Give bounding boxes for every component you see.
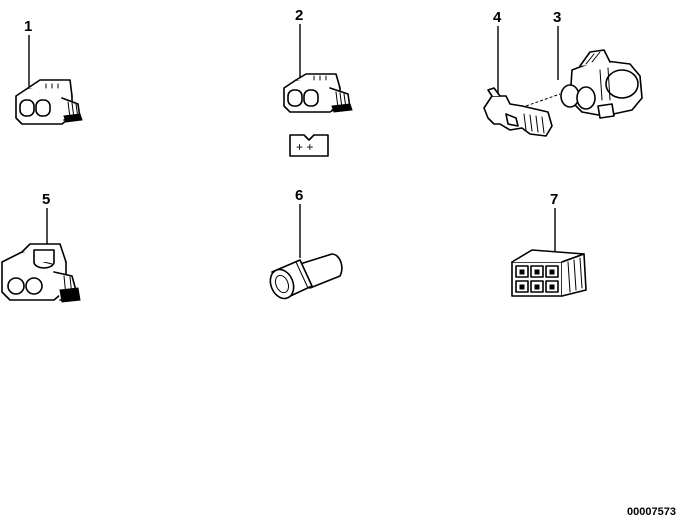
part-6-sleeve[interactable]: 6 [266,187,343,302]
pin-contacts [519,269,555,290]
rear-ribs [63,275,73,297]
side-ribs [567,257,583,293]
part-1-connector[interactable]: 1 [15,18,83,125]
terminal-symbol-outline [289,134,329,157]
connector-top-face [295,73,341,89]
wire-ends [63,113,83,123]
sleeve-opening [269,268,295,300]
pin-opening [303,89,319,107]
part-4-terminal[interactable]: 4 [483,9,553,137]
callout-1: 1 [24,18,32,35]
collar-edge [295,261,309,289]
crimp-teeth [523,113,545,134]
pin-opening [576,86,596,110]
sleeve-rear [299,253,343,289]
part-7-connector[interactable]: 7 [511,191,587,297]
part-2-connector[interactable]: 2 [283,7,353,113]
callout-6: 6 [295,187,303,204]
latch-marks [45,83,59,89]
reference-code: 00007573 [627,506,676,518]
pin-opening [25,277,43,295]
wire-ends [59,287,81,303]
terminal-tab [487,87,501,97]
connector-top-face [27,79,73,97]
callout-4: 4 [493,9,502,26]
terminal-body [483,95,553,137]
callout-7: 7 [550,191,558,208]
pin-opening [19,99,35,117]
pin-opening [7,277,25,295]
connector-foot [597,103,615,119]
wire-ends [331,103,353,113]
callout-2: 2 [295,7,303,24]
pin-opening [560,84,580,108]
alignment-line [525,93,561,107]
screw-post [33,249,55,263]
pin-opening [287,89,303,107]
latch-marks [313,75,327,81]
pin-opening [35,99,51,117]
terminal-symbol-label: + + [296,140,313,154]
body-ribs [599,67,611,101]
terminal-symbol: + + [289,134,329,157]
callout-3: 3 [553,9,561,26]
latch-marks [585,51,601,65]
callout-5: 5 [42,191,50,208]
part-5-connector[interactable]: 5 [1,191,81,303]
sleeve-inner [274,274,290,294]
rear-boss [605,69,639,99]
terminal-slot [505,113,519,127]
part-3-connector[interactable]: 3 [553,9,643,119]
